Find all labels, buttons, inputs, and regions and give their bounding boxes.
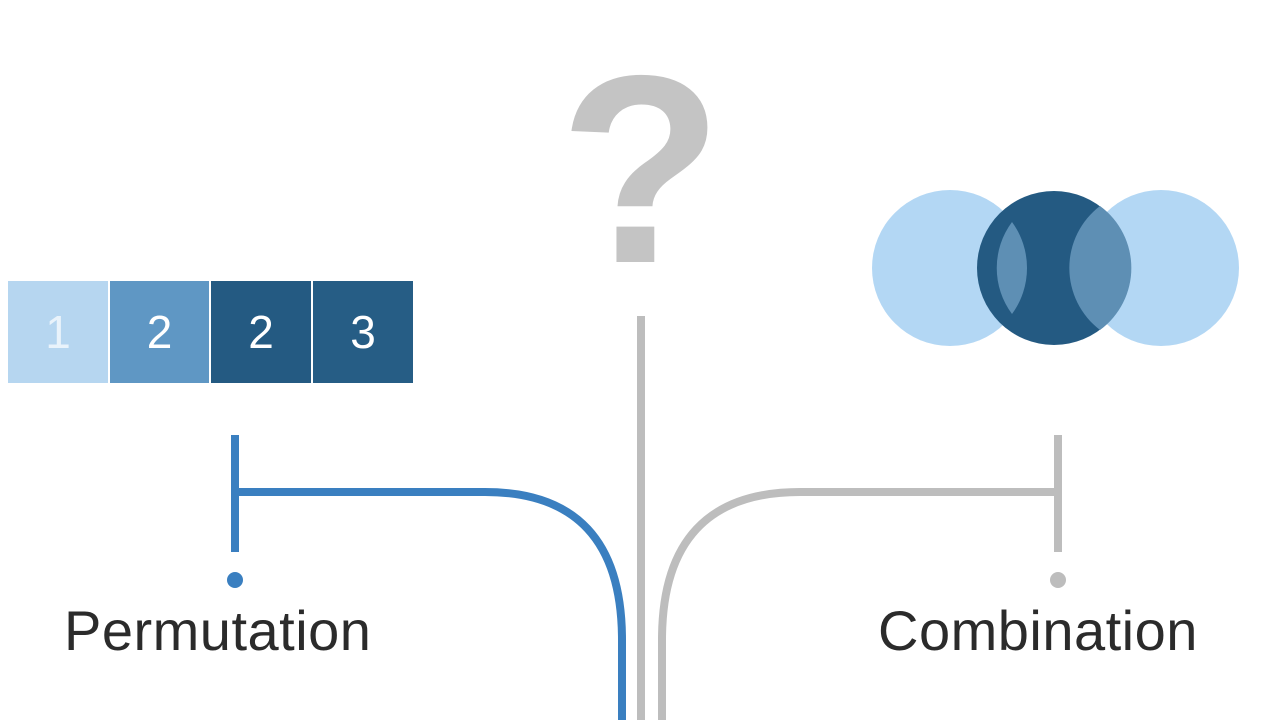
sequence-cell: 2 xyxy=(110,281,209,383)
combination-label: Combination xyxy=(878,599,1198,662)
permutation-label: Permutation xyxy=(64,599,372,662)
sequence-cell: 2 xyxy=(211,281,311,383)
permutation-dot xyxy=(227,572,243,588)
right-overlap-lens xyxy=(1069,206,1132,330)
overlapping-circles xyxy=(872,190,1239,346)
sequence-cell: 1 xyxy=(8,281,108,383)
sequence-cell: 3 xyxy=(313,281,413,383)
permutation-branch-line xyxy=(235,488,626,720)
combination-dot xyxy=(1050,572,1066,588)
question-mark: ? xyxy=(559,19,723,319)
combination-branch-line xyxy=(658,488,1058,720)
right-light-circle xyxy=(1083,190,1239,346)
left-overlap-lens xyxy=(996,222,1028,314)
